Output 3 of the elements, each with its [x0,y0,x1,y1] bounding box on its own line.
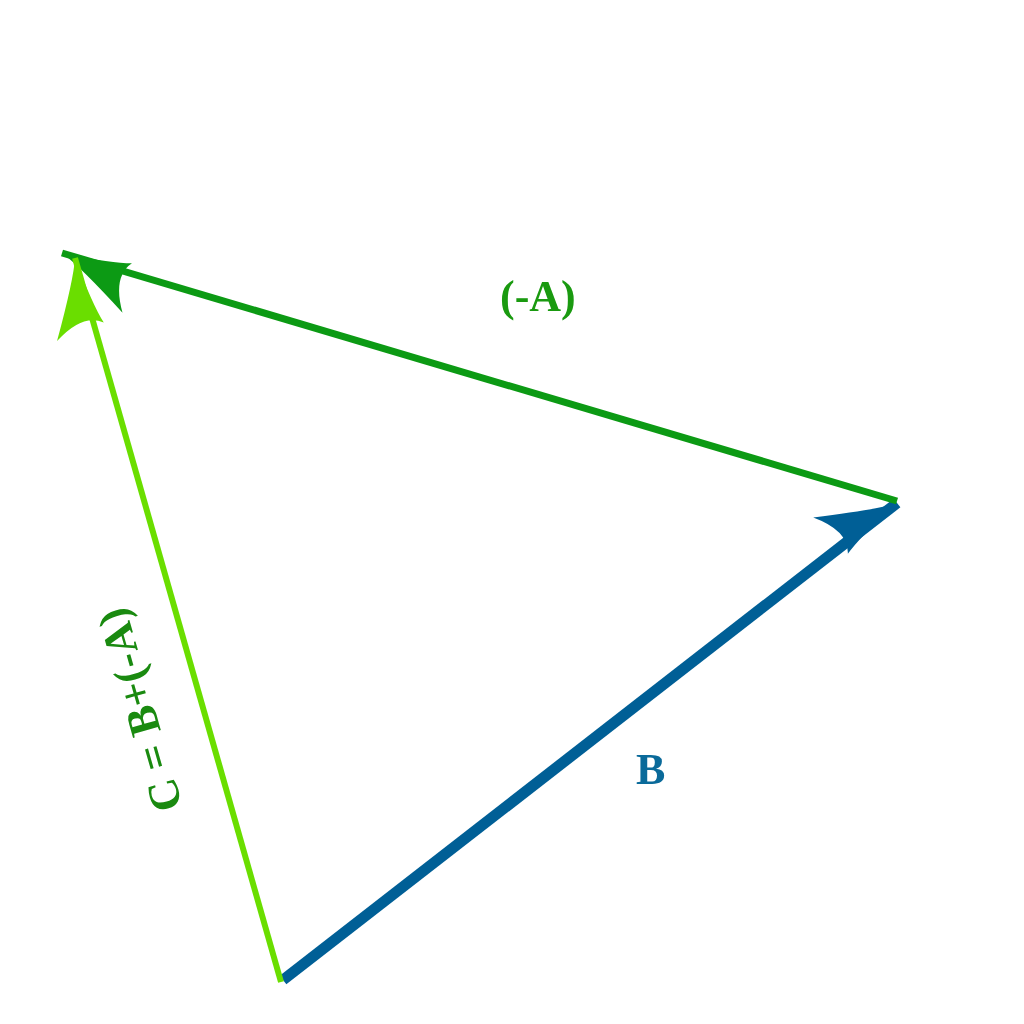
vector-label: (-A) [500,275,576,319]
vector-label: C = B+(-A) [90,603,190,817]
vector-label: B [636,748,666,792]
